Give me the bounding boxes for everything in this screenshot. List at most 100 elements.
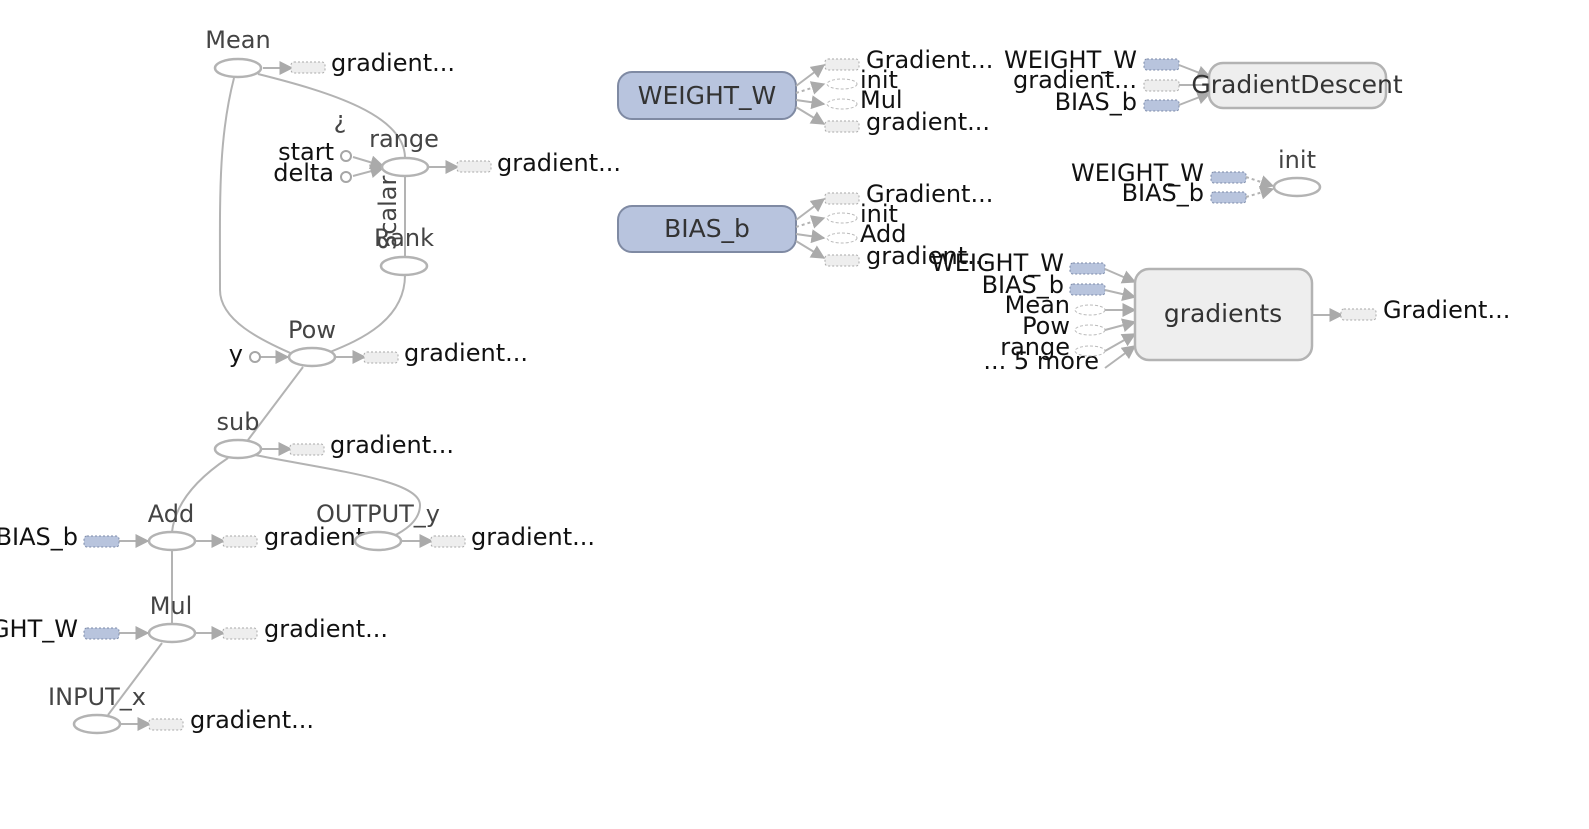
node-input-x[interactable]: INPUT_x <box>48 683 146 735</box>
mean-ellipse[interactable] <box>213 57 263 79</box>
node-bias-b[interactable]: BIAS_b <box>617 205 797 253</box>
gradient-stub[interactable] <box>824 120 860 133</box>
edge-sub-output <box>254 454 422 539</box>
edge <box>795 215 826 229</box>
gradient-label: gradient... <box>471 523 595 551</box>
gradient-stub[interactable] <box>1340 308 1377 321</box>
gradient-label: gradient... <box>1013 66 1137 94</box>
range-label: range <box>369 125 439 153</box>
gradient-stub[interactable] <box>824 254 860 267</box>
weight-w-box[interactable] <box>617 71 797 120</box>
gradient-stub[interactable] <box>289 443 325 456</box>
node-sub[interactable]: sub <box>213 408 263 460</box>
gradient-label: gradient... <box>866 108 990 136</box>
weight-w-label: WEIGHT_W <box>638 81 777 110</box>
gradient-stub[interactable] <box>1143 79 1180 92</box>
bias-variable-stub[interactable] <box>83 535 120 548</box>
gradient-stub[interactable] <box>824 192 860 205</box>
node-mean[interactable]: Mean <box>205 26 271 79</box>
weight-input-label: GHT_W <box>0 615 78 643</box>
pow-label: Pow <box>288 316 336 344</box>
bias-b-label: BIAS_b <box>982 271 1064 299</box>
weight-variable-stub[interactable] <box>83 627 120 640</box>
bias-variable-stub[interactable] <box>1210 191 1247 204</box>
edge <box>1104 333 1137 352</box>
rank-ellipse[interactable] <box>379 255 429 277</box>
node-range[interactable]: range <box>369 125 439 178</box>
sub-label: sub <box>217 408 260 436</box>
weight-w-label: WEIGHT_W <box>1004 46 1137 74</box>
rank-label: Rank <box>374 224 434 252</box>
gradients-label: gradients <box>1164 299 1282 328</box>
weight-w-label: WEIGHT_W <box>931 249 1064 277</box>
gradient-stub[interactable] <box>222 627 258 640</box>
gradient-stub[interactable] <box>824 58 860 71</box>
node-output-y[interactable]: OUTPUT_y <box>316 500 440 552</box>
init-stub[interactable] <box>826 212 858 224</box>
gradient-stub[interactable] <box>290 61 326 74</box>
edge <box>1104 345 1137 369</box>
edge <box>1104 268 1137 284</box>
edge-delta-range <box>352 164 385 179</box>
gradient-stub[interactable] <box>430 535 466 548</box>
bias-b-label: BIAS_b <box>1122 179 1204 207</box>
gradient-label: gradient... <box>190 706 314 734</box>
delta-constant[interactable] <box>340 171 352 183</box>
sub-ellipse[interactable] <box>213 438 263 460</box>
bias-variable-stub[interactable] <box>1069 283 1106 296</box>
node-gradient-descent[interactable]: GradientDescent <box>1191 61 1403 110</box>
weight-variable-stub[interactable] <box>1143 58 1180 71</box>
range-stub[interactable] <box>1074 345 1106 357</box>
node-mul[interactable]: Mul <box>147 592 197 644</box>
gradient-label: gradient... <box>264 615 388 643</box>
y-constant[interactable] <box>249 351 261 363</box>
gradient-stub[interactable] <box>222 535 258 548</box>
weight-variable-stub[interactable] <box>1210 171 1247 184</box>
gradient-stub[interactable] <box>148 718 184 731</box>
bias-variable-stub[interactable] <box>1143 99 1180 112</box>
pow-stub[interactable] <box>1074 324 1106 336</box>
init-ellipse[interactable] <box>1272 176 1322 198</box>
output-y-ellipse[interactable] <box>353 530 403 552</box>
weight-variable-stub[interactable] <box>1069 262 1106 275</box>
gradient-stub[interactable] <box>363 351 399 364</box>
delta-label: delta <box>273 159 334 187</box>
add-label: Add <box>860 220 906 248</box>
node-init[interactable]: init <box>1272 146 1322 198</box>
gradient-descent-box[interactable] <box>1207 61 1388 110</box>
add-ellipse[interactable] <box>147 530 197 552</box>
init-stub[interactable] <box>826 78 858 90</box>
edge <box>1178 64 1212 79</box>
node-weight-w[interactable]: WEIGHT_W <box>617 71 797 120</box>
pow-label: Pow <box>1022 312 1070 340</box>
node-rank[interactable]: Rank <box>374 224 434 277</box>
left-edges <box>107 61 460 731</box>
input-x-ellipse[interactable] <box>72 713 122 735</box>
range-label: range <box>1000 333 1070 361</box>
gradient-stub[interactable] <box>456 160 492 173</box>
edge-mul-input <box>107 642 163 716</box>
edge <box>795 81 826 95</box>
init-label: init <box>1278 146 1316 174</box>
output-y-label: OUTPUT_y <box>316 500 440 528</box>
range-ellipse[interactable] <box>380 156 430 178</box>
add-stub[interactable] <box>826 232 858 244</box>
edge <box>795 95 826 110</box>
gradient-label: gradient... <box>330 431 454 459</box>
mul-ellipse[interactable] <box>147 622 197 644</box>
bias-b-box[interactable] <box>617 205 797 253</box>
edge <box>795 64 826 87</box>
gradient-label: gradient... <box>497 149 621 177</box>
mean-stub[interactable] <box>1074 304 1106 316</box>
weight-w-label: WEIGHT_W <box>1071 159 1204 187</box>
mul-stub[interactable] <box>826 98 858 110</box>
pow-ellipse[interactable] <box>287 346 337 368</box>
node-gradients[interactable]: gradients <box>1133 267 1314 362</box>
input-x-label: INPUT_x <box>48 683 146 711</box>
node-pow[interactable]: Pow <box>287 316 337 368</box>
edge <box>1178 91 1212 106</box>
node-add[interactable]: Add <box>147 500 197 552</box>
start-constant[interactable] <box>340 150 352 162</box>
edge <box>795 240 826 259</box>
